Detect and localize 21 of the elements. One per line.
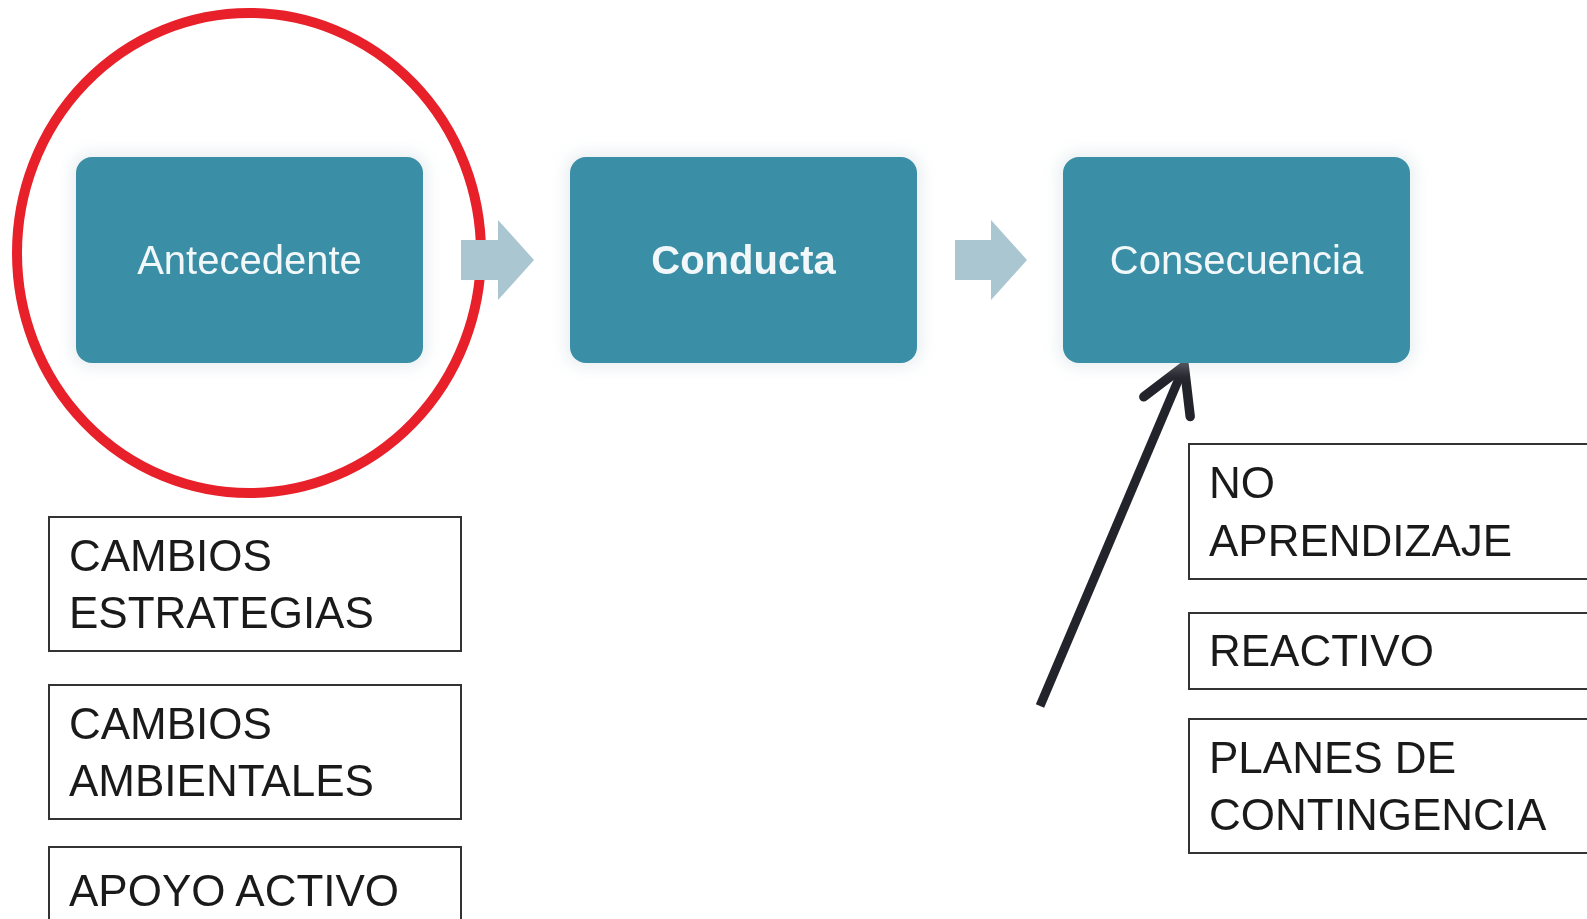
label-box bbox=[1188, 612, 1587, 690]
label-box bbox=[1188, 443, 1587, 580]
box-text: PLANES DE CONTINGENCIA bbox=[1209, 731, 1548, 841]
label-box bbox=[48, 516, 462, 652]
box-text: CAMBIOS AMBIENTALES bbox=[69, 697, 375, 807]
arrow bbox=[1035, 361, 1195, 708]
box-text: Conducta bbox=[651, 237, 836, 283]
label-box bbox=[48, 684, 462, 820]
box-text: CAMBIOS ESTRATEGIAS bbox=[69, 529, 375, 639]
label-box bbox=[48, 846, 462, 919]
box-text: REACTIVO bbox=[1209, 625, 1434, 678]
arrow bbox=[955, 220, 1027, 300]
box-text: Antecedente bbox=[137, 237, 362, 283]
process-box bbox=[76, 157, 423, 363]
box-text: Consecuencia bbox=[1109, 237, 1364, 283]
process-box bbox=[1063, 157, 1410, 363]
label-box bbox=[1188, 718, 1587, 854]
process-box bbox=[570, 157, 917, 363]
box-text: APOYO ACTIVO bbox=[69, 865, 400, 918]
arrow bbox=[461, 220, 534, 300]
box-text: NO APRENDIZAJE bbox=[1209, 457, 1514, 567]
